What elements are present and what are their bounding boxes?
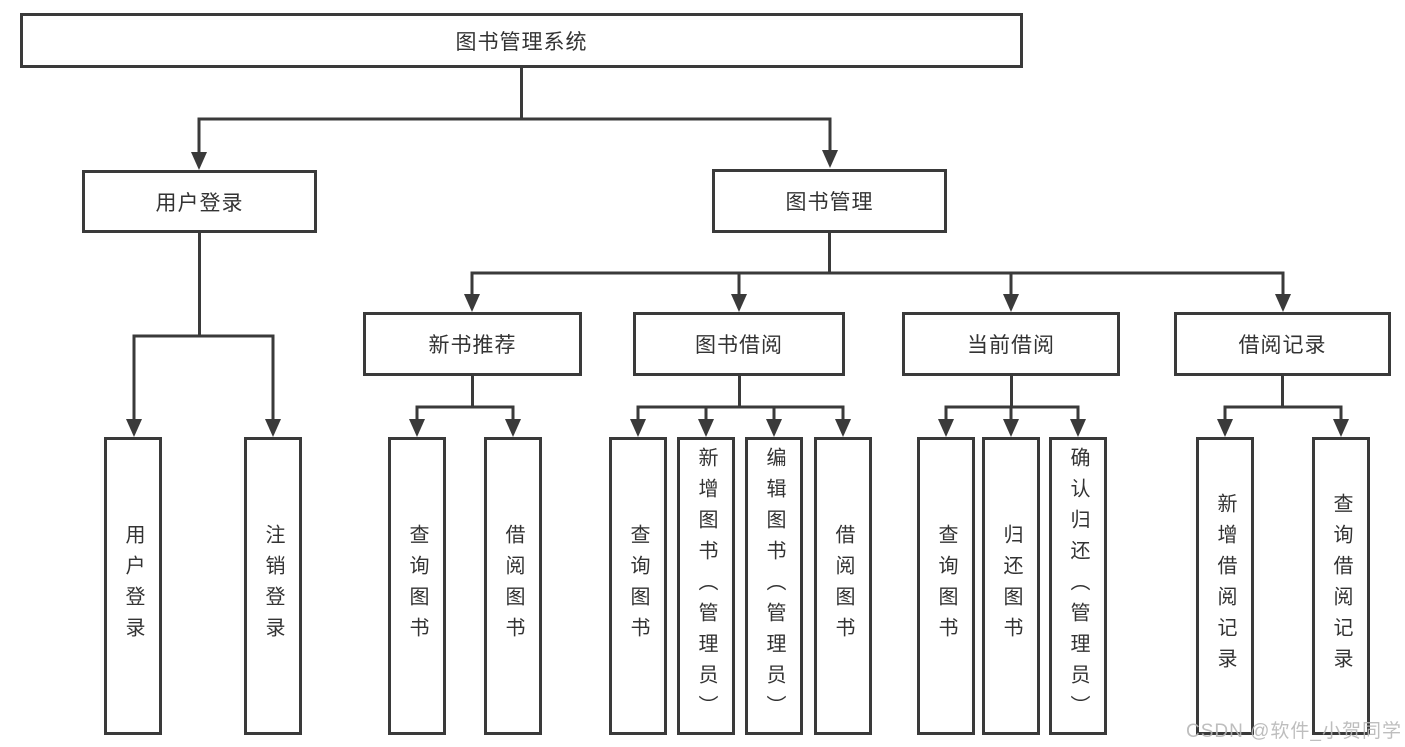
connector-book-borrowing (630, 376, 851, 437)
arrowhead-icon (1070, 419, 1086, 437)
connector-borrowing-records (1217, 376, 1349, 437)
node-book-borrowing: 图书借阅 (633, 312, 845, 376)
arrowhead-icon (731, 294, 747, 312)
node-borrowing-records: 借阅记录 (1174, 312, 1391, 376)
node-current-borrowing: 当前借阅 (902, 312, 1120, 376)
node-root: 图书管理系统 (20, 13, 1023, 68)
arrowhead-icon (1003, 419, 1019, 437)
arrowhead-icon (126, 419, 142, 437)
arrowhead-icon (265, 419, 281, 437)
leaf-query-books-current: 查询图书 (917, 437, 975, 735)
connector-root (191, 67, 838, 170)
leaf-user-login: 用户登录 (104, 437, 162, 735)
arrowhead-icon (835, 419, 851, 437)
node-book-management: 图书管理 (712, 169, 947, 233)
connector-line (944, 376, 1080, 421)
arrowhead-icon (822, 150, 838, 168)
node-user-login: 用户登录 (82, 170, 317, 233)
leaf-borrow-book-recommend: 借阅图书 (484, 437, 542, 735)
leaf-query-borrow-record: 查询借阅记录 (1312, 437, 1370, 735)
connector-new-book-recommend (409, 376, 521, 437)
leaf-add-borrow-record: 新增借阅记录 (1196, 437, 1254, 735)
node-new-book-recommend: 新书推荐 (363, 312, 582, 376)
connector-line (636, 376, 845, 421)
arrowhead-icon (191, 152, 207, 170)
arrowhead-icon (938, 419, 954, 437)
arrowhead-icon (505, 419, 521, 437)
leaf-query-books-borrowing: 查询图书 (609, 437, 667, 735)
connector-book-management (464, 233, 1291, 312)
arrowhead-icon (464, 294, 480, 312)
arrowhead-icon (1003, 294, 1019, 312)
watermark: CSDN @软件_小贺同学 (1186, 721, 1402, 742)
arrowhead-icon (630, 419, 646, 437)
leaf-add-book-admin: 新增图书（管理员） (677, 437, 735, 735)
leaf-query-books-recommend: 查询图书 (388, 437, 446, 735)
leaf-edit-book-admin: 编辑图书（管理员） (745, 437, 803, 735)
arrowhead-icon (1333, 419, 1349, 437)
connector-line (415, 376, 515, 421)
leaf-return-book: 归还图书 (982, 437, 1040, 735)
leaf-confirm-return-admin: 确认归还（管理员） (1049, 437, 1107, 735)
arrowhead-icon (1217, 419, 1233, 437)
leaf-borrow-book: 借阅图书 (814, 437, 872, 735)
connector-user-login (126, 232, 281, 437)
arrowhead-icon (409, 419, 425, 437)
leaf-logout: 注销登录 (244, 437, 302, 735)
arrowhead-icon (698, 419, 714, 437)
connector-line (470, 233, 1285, 296)
connector-line (1223, 376, 1343, 421)
arrowhead-icon (1275, 294, 1291, 312)
arrowhead-icon (766, 419, 782, 437)
connector-line (197, 67, 832, 154)
connector-line (132, 232, 275, 421)
connector-current-borrowing (938, 376, 1086, 437)
